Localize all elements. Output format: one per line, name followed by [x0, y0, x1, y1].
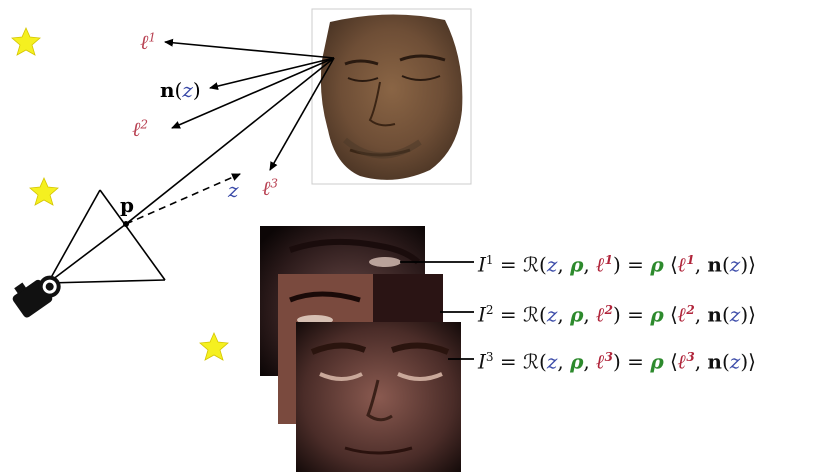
- point-p: [123, 221, 129, 227]
- star-icon: [199, 332, 229, 361]
- equation-3: I3 = ℛ(z, ρ, ℓ3) = ρ ⟨ℓ3, n(z)⟩: [478, 349, 756, 374]
- equation-1: I1 = ℛ(z, ρ, ℓ1) = ρ ⟨ℓ1, n(z)⟩: [478, 252, 756, 277]
- point-label-p: p: [120, 193, 134, 217]
- equation-connectors: [400, 261, 474, 360]
- star-icon: [29, 177, 59, 206]
- camera-frustum: [47, 173, 241, 284]
- light-label-l3: ℓ3: [262, 176, 278, 200]
- face-photo-image: [296, 322, 461, 472]
- light-label-l1: ℓ1: [140, 30, 156, 54]
- light-label-l2: ℓ2: [132, 117, 148, 141]
- face-mesh-image: [311, 8, 472, 185]
- equation-2: I2 = ℛ(z, ρ, ℓ2) = ρ ⟨ℓ2, n(z)⟩: [478, 302, 756, 327]
- camera-icon: [12, 275, 61, 318]
- depth-label-z: z: [228, 178, 239, 202]
- normal-label: n(z): [160, 78, 201, 102]
- star-icon: [11, 27, 41, 56]
- light-rays: [125, 38, 335, 225]
